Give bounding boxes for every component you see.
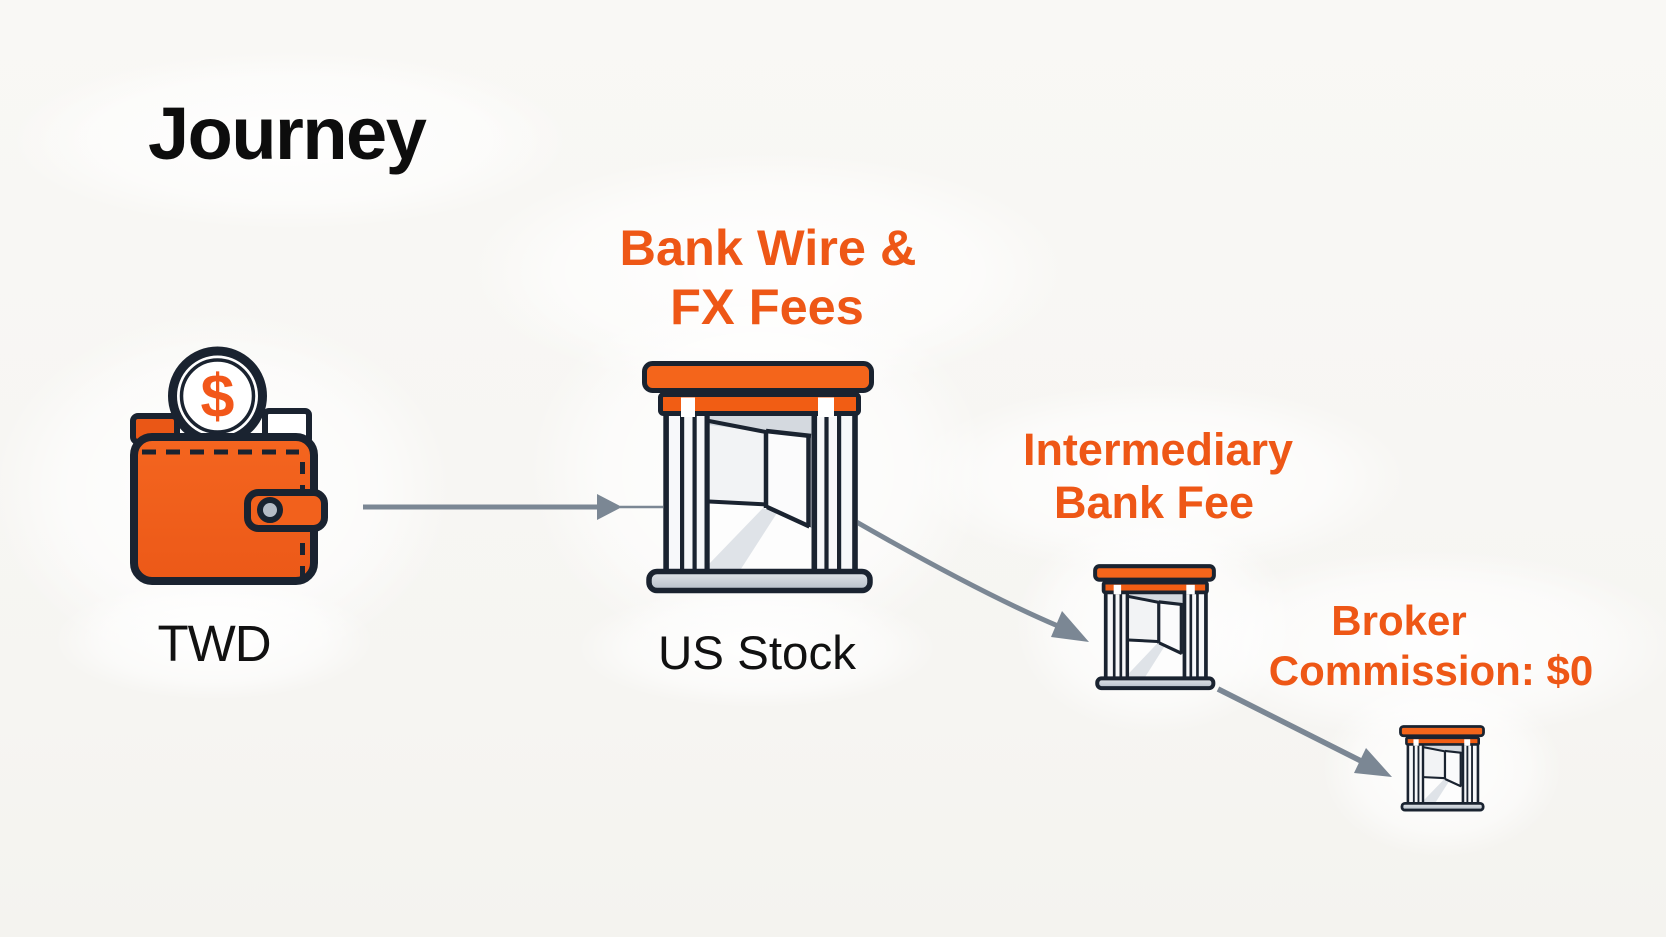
- svg-text:$: $: [201, 362, 235, 430]
- svg-text:TWD: TWD: [157, 615, 270, 672]
- svg-text:FX Fees: FX Fees: [670, 278, 864, 335]
- svg-text:Bank Fee: Bank Fee: [1054, 477, 1254, 528]
- svg-text:Journey: Journey: [148, 92, 427, 175]
- svg-text:US Stock: US Stock: [658, 627, 856, 680]
- svg-text:Bank Wire &: Bank Wire &: [619, 219, 916, 276]
- svg-text:Intermediary: Intermediary: [1023, 424, 1293, 475]
- svg-text:Commission: $0: Commission: $0: [1269, 647, 1593, 694]
- svg-text:Broker: Broker: [1331, 597, 1466, 644]
